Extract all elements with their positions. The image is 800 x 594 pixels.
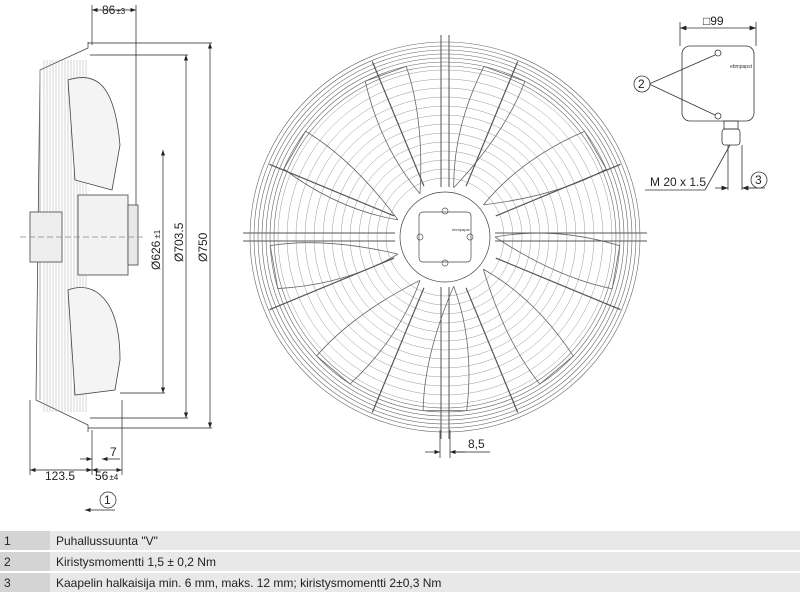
row-text: Kiristysmomentti 1,5 ± 0,2 Nm [50, 552, 800, 571]
dim-56: 56±4 [95, 469, 119, 483]
dim-diameter-750: Ø750 [196, 232, 210, 262]
row-number: 3 [0, 573, 50, 592]
hub-terminal-box [418, 211, 472, 263]
row-text: Puhallussuunta "V" [50, 531, 800, 550]
blade [422, 286, 470, 412]
blade-lower [67, 287, 121, 396]
guard-struts [243, 35, 647, 439]
row-text: Kaapelin halkaisija min. 6 mm, maks. 12 … [50, 573, 800, 592]
callout-1: 1 [104, 493, 111, 507]
blade [283, 130, 399, 221]
blade [453, 65, 526, 189]
dim-depth: 86±3 [102, 3, 126, 17]
callout-2: 2 [638, 77, 645, 91]
dim-123-5: 123.5 [45, 469, 75, 483]
dim-diameter-703: Ø703.5 [172, 222, 186, 262]
front-view: ebmpapst [243, 35, 647, 439]
dim-diameter-626: Ø626±1 [149, 229, 163, 270]
row-number: 2 [0, 552, 50, 571]
blade-upper [67, 77, 121, 191]
front-view-dimension [425, 430, 490, 458]
thread-size: M 20 x 1.5 [650, 175, 706, 189]
svg-text:ebmpapst: ebmpapst [452, 227, 470, 232]
terminal-box-view [633, 22, 768, 191]
side-view [20, 42, 145, 432]
dim-square-99: □99 [703, 14, 724, 28]
fan-technical-drawing: 86±3 Ø626±1 Ø703.5 Ø750 7 123.5 56±4 1 e… [20, 3, 768, 513]
dim-slot-8-5: 8,5 [468, 437, 485, 451]
callout-3: 3 [755, 173, 762, 187]
guard-rings [249, 41, 641, 433]
blade [482, 130, 607, 206]
blade [364, 65, 422, 194]
brand-logo: ebmpapst [730, 64, 753, 70]
blade [482, 268, 574, 385]
dim-7: 7 [110, 445, 117, 459]
side-view-dimensions [29, 5, 213, 513]
motor-rotor [77, 194, 129, 276]
blade [316, 279, 421, 385]
row-number: 1 [0, 531, 50, 550]
